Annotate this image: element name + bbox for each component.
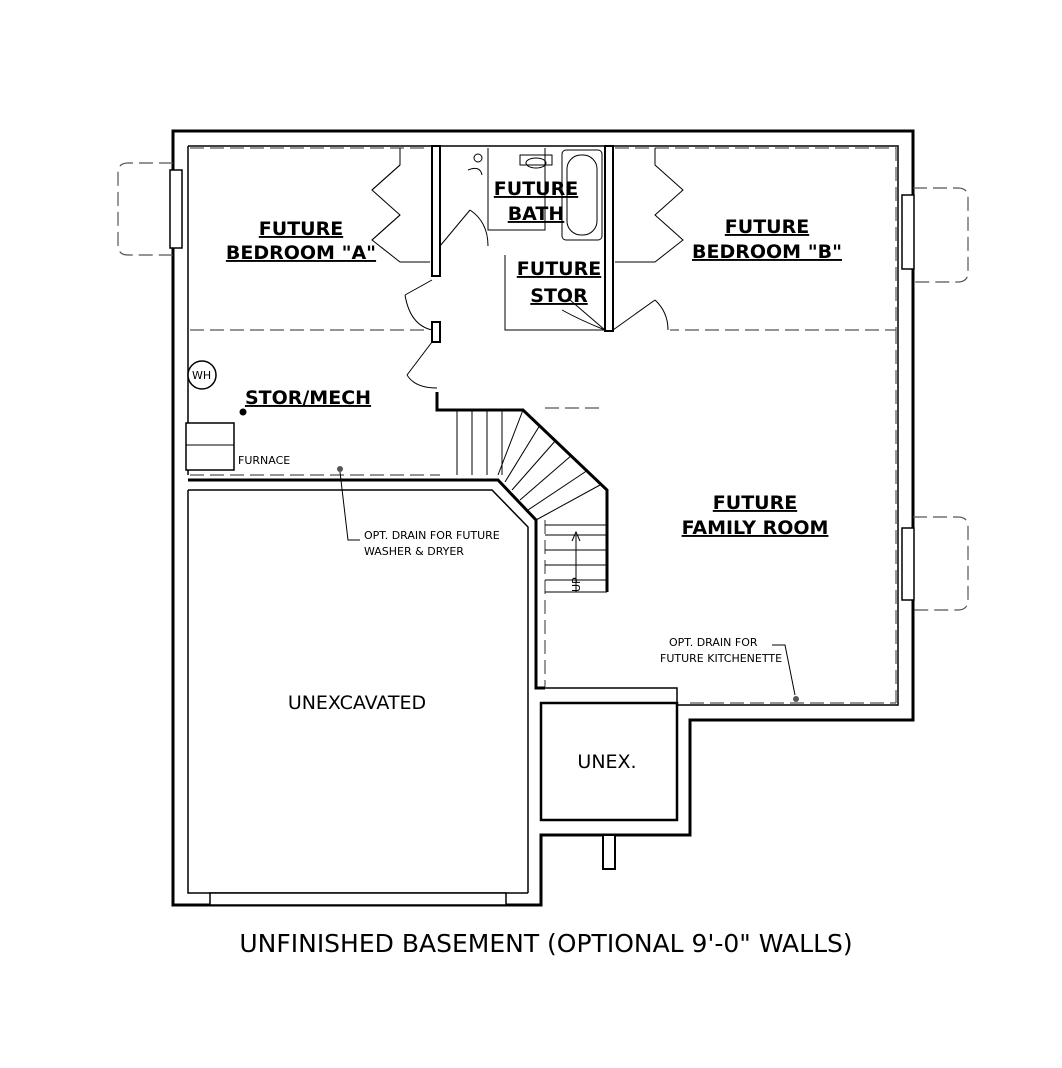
kitchen-drain-note-2: FUTURE KITCHENETTE bbox=[660, 652, 782, 665]
bedroom-b-label-2: BEDROOM "B" bbox=[692, 241, 842, 263]
stor-label-2: STOR bbox=[530, 285, 588, 307]
bedroom-b-label-1: FUTURE bbox=[725, 216, 809, 238]
door-stor-mech bbox=[406, 341, 438, 389]
door-bedroom-a bbox=[404, 279, 433, 331]
water-heater-label: WH bbox=[192, 369, 211, 382]
stair-up-label: UP bbox=[570, 577, 583, 592]
door-stor bbox=[561, 299, 606, 331]
bedroom-a-label-1: FUTURE bbox=[259, 218, 343, 240]
stor-label-1: FUTURE bbox=[517, 258, 601, 280]
family-room-label-1: FUTURE bbox=[713, 492, 797, 514]
future-walls bbox=[190, 147, 897, 704]
closet-doors-bedroom-a bbox=[371, 148, 430, 263]
bath-label-1: FUTURE bbox=[494, 178, 578, 200]
unexcavated-label: UNEXCAVATED bbox=[288, 692, 426, 714]
furnace-unit bbox=[185, 422, 235, 471]
leader-kitchen-drain bbox=[772, 644, 796, 696]
unex-label: UNEX. bbox=[577, 751, 636, 773]
drain-point-stor bbox=[239, 408, 247, 416]
window-bay-west bbox=[117, 162, 183, 256]
drain-point-kitchenette bbox=[793, 696, 799, 702]
door-bedroom-b bbox=[612, 299, 669, 331]
window-bay-east-lower bbox=[901, 516, 969, 611]
family-room-label-2: FAMILY ROOM bbox=[682, 517, 829, 539]
door-bath bbox=[439, 209, 489, 247]
closet-doors-bedroom-b bbox=[615, 148, 684, 263]
bath-fixtures bbox=[467, 148, 605, 331]
bedroom-a-label-2: BEDROOM "A" bbox=[226, 242, 376, 264]
leader-washer-drain bbox=[339, 471, 360, 541]
interior-walls bbox=[187, 145, 679, 906]
water-heater bbox=[187, 360, 217, 390]
window-bay-east-upper bbox=[901, 187, 969, 283]
kitchen-drain-note-1: OPT. DRAIN FOR bbox=[669, 636, 758, 649]
washer-drain-note-2: WASHER & DRYER bbox=[364, 545, 464, 558]
drain-point-washer bbox=[337, 466, 343, 472]
bath-label-2: BATH bbox=[508, 203, 565, 225]
stor-mech-label: STOR/MECH bbox=[245, 387, 371, 409]
furnace-label: FURNACE bbox=[238, 454, 290, 467]
washer-drain-note-1: OPT. DRAIN FOR FUTURE bbox=[364, 529, 500, 542]
plan-title: UNFINISHED BASEMENT (OPTIONAL 9'-0" WALL… bbox=[239, 929, 852, 958]
stairs bbox=[456, 409, 607, 593]
